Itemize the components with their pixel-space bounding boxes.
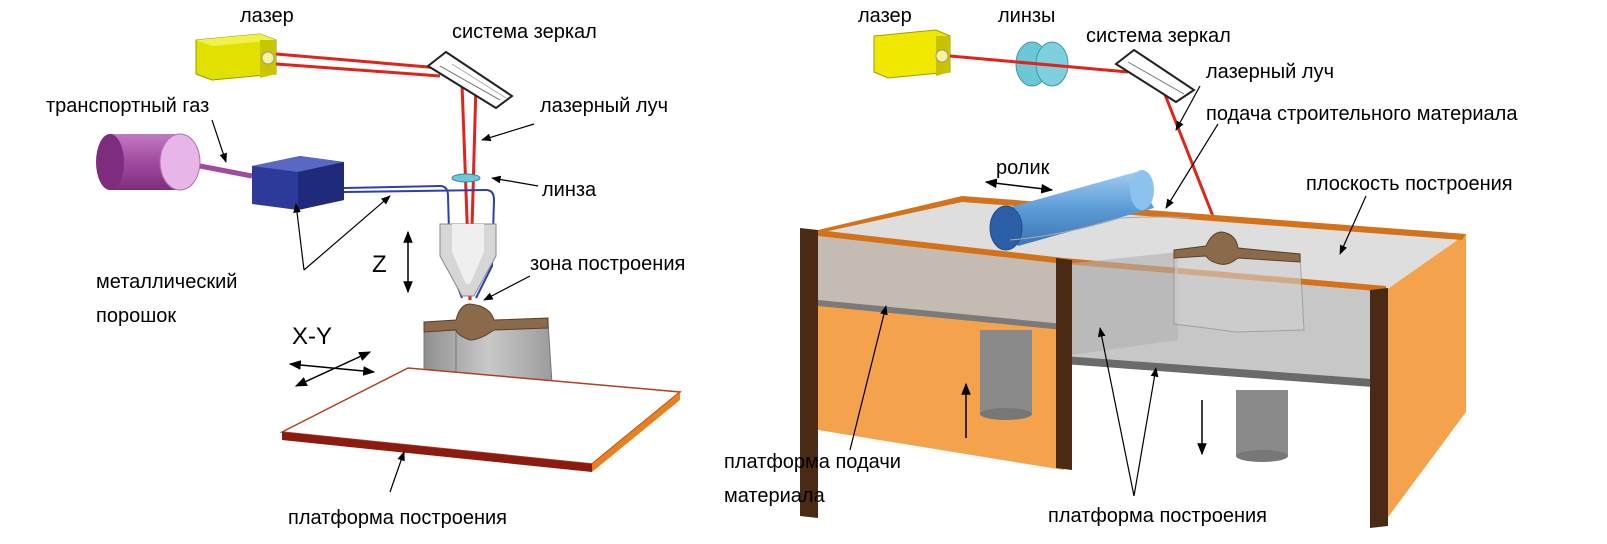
nozzle bbox=[439, 223, 497, 297]
label-mirror-system-left: система зеркал bbox=[452, 21, 597, 43]
label-laser-beam-right: лазерный луч bbox=[1206, 61, 1334, 83]
label-material-feed: подача строительного материала bbox=[1206, 103, 1518, 125]
label-build-platform-left: платформа построения bbox=[288, 507, 507, 529]
dark-posts bbox=[800, 228, 1388, 528]
right-diagram: лазер линзы система зеркал лазерный луч … bbox=[724, 5, 1518, 528]
label-laser-beam-left: лазерный луч bbox=[540, 95, 668, 117]
label-lens: линза bbox=[542, 179, 597, 201]
roller bbox=[989, 170, 1191, 251]
label-lenses: линзы bbox=[998, 5, 1055, 27]
label-xy-axis: X-Y bbox=[292, 323, 332, 350]
laser-unit-right bbox=[873, 29, 951, 79]
label-feed-platform-2: материала bbox=[724, 485, 826, 507]
label-build-zone: зона построения bbox=[530, 253, 685, 275]
leader-lines-left bbox=[211, 119, 539, 493]
mirror-right bbox=[1114, 48, 1196, 104]
label-build-platform-right: платформа построения bbox=[1048, 505, 1267, 527]
label-carrier-gas: транспортный газ bbox=[46, 95, 209, 117]
leader-lines-right bbox=[849, 85, 1367, 497]
lens-left bbox=[451, 173, 481, 183]
label-roller: ролик bbox=[996, 157, 1050, 179]
powder-tubes bbox=[343, 184, 496, 299]
label-feed-platform-1: платформа подачи bbox=[724, 451, 901, 473]
container-top bbox=[818, 196, 1466, 292]
label-metal-powder-1: металлический bbox=[96, 271, 237, 293]
feed-chamber bbox=[818, 236, 1064, 420]
mirror-left bbox=[426, 50, 514, 110]
label-laser-right: лазер bbox=[858, 5, 912, 27]
build-platform-left bbox=[279, 367, 682, 472]
gas-cylinder bbox=[96, 133, 253, 191]
printed-part-right bbox=[1173, 231, 1305, 333]
left-diagram: лазер система зеркал лазерный луч трансп… bbox=[46, 5, 685, 529]
powder-feeder-box bbox=[252, 156, 344, 210]
label-build-plane: плоскость построения bbox=[1306, 173, 1513, 195]
label-laser-left: лазер bbox=[240, 5, 294, 27]
laser-beam-right bbox=[949, 54, 1222, 235]
laser-unit-left bbox=[195, 33, 277, 81]
platform-motion-arrows bbox=[961, 382, 1207, 456]
roller-motion-arrow bbox=[984, 178, 1054, 194]
label-z-axis: Z bbox=[372, 251, 387, 278]
label-mirror-system-right: система зеркал bbox=[1086, 25, 1231, 47]
label-metal-powder-2: порошок bbox=[96, 305, 176, 327]
xy-axis-arrows bbox=[288, 351, 376, 387]
